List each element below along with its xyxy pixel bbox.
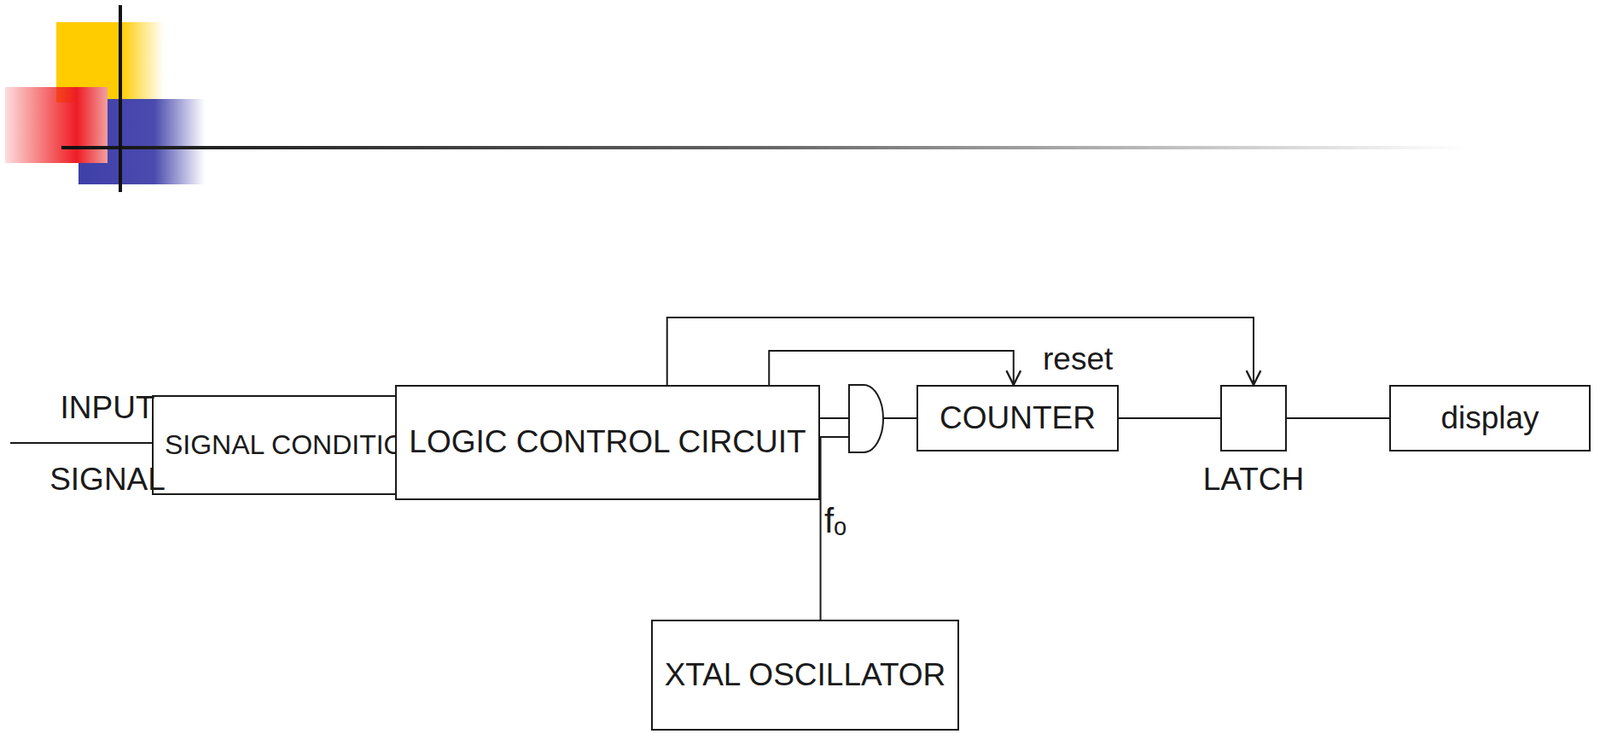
deco-square [5,87,108,163]
box-label: LATCH [1203,461,1305,499]
and-gate-symbol [849,384,884,453]
process-box: COUNTER [916,384,1119,452]
connector [1118,417,1221,419]
box-label: COUNTER [939,400,1096,437]
deco-rule [118,5,123,192]
process-box: XTAL OSCILLATOR [651,619,960,731]
signal-name: reset [1042,341,1113,379]
box-label: display [1440,400,1539,437]
frequency-label: fₒ [824,500,847,541]
connector [768,350,1014,385]
latch-box: LATCH [1220,384,1287,452]
connector [1286,417,1390,419]
signal-name: SIGNAL [49,461,166,499]
process-box: display [1389,384,1591,452]
process-box: LOGIC CONTROL CIRCUIT [395,384,821,501]
box-label: XTAL OSCILLATOR [664,657,947,694]
deco-rule [61,145,1466,150]
connector [667,317,1254,385]
signal-name: INPUT [60,389,156,427]
box-label: LOGIC CONTROL CIRCUIT [408,424,806,461]
